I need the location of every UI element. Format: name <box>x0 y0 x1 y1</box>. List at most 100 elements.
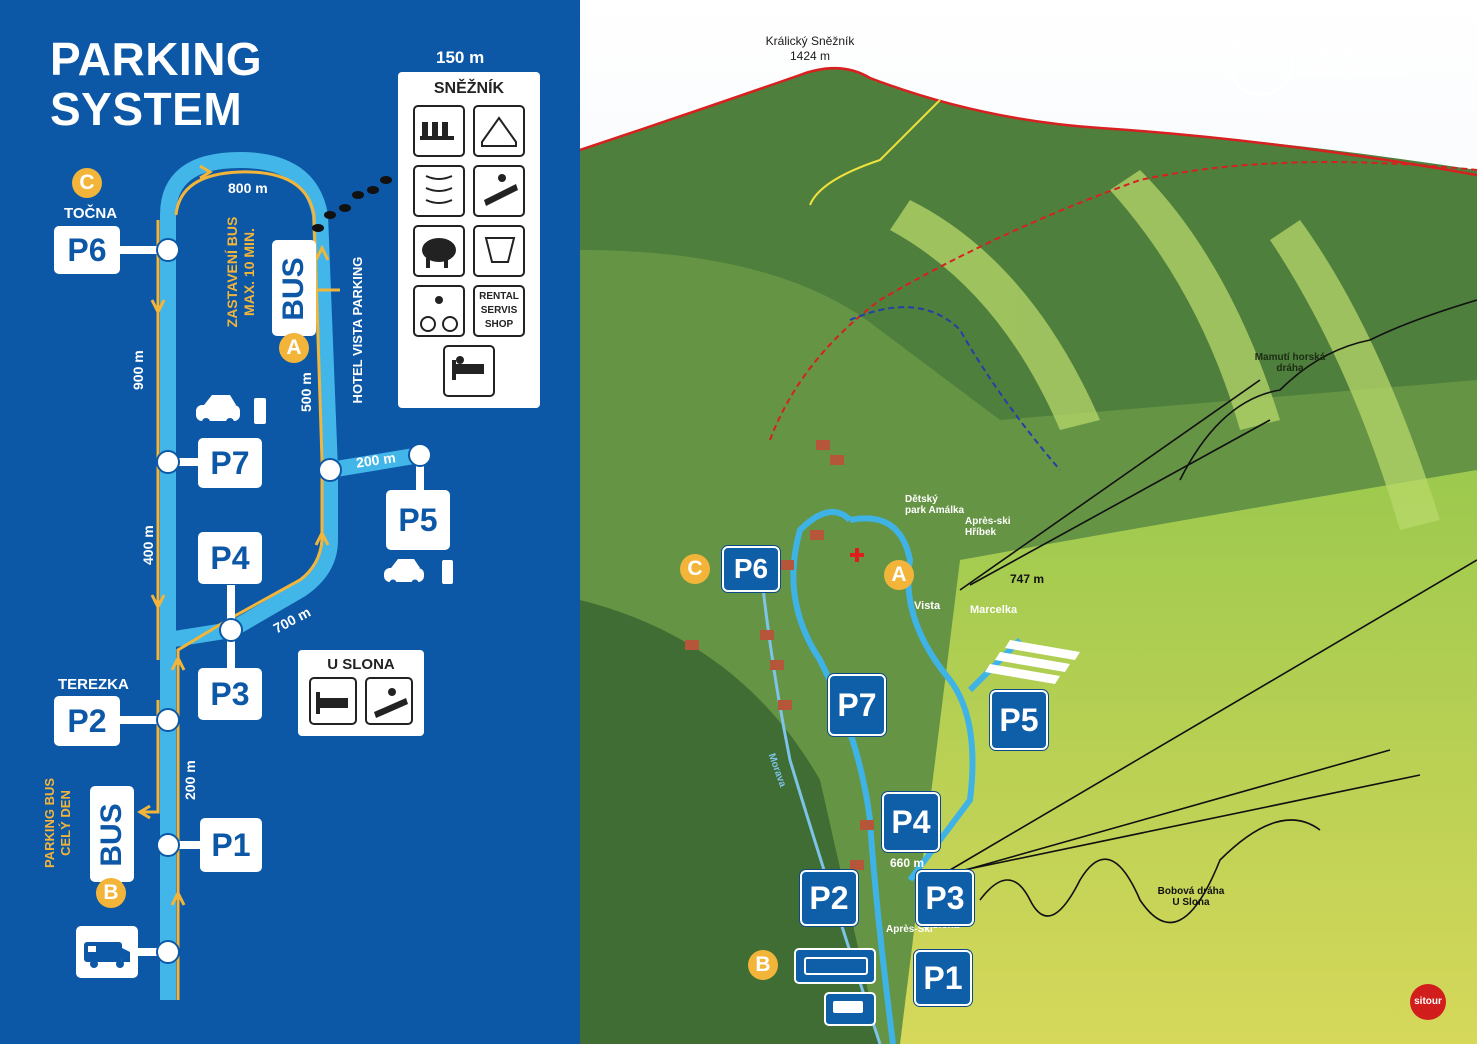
resort-logo-icon <box>1228 30 1294 96</box>
sneznik-panel: SNĚŽNÍK <box>398 72 540 408</box>
p5-parking-lot <box>985 640 1080 684</box>
marcelka-label: Marcelka <box>970 604 1018 616</box>
rental-line3: SHOP <box>484 319 514 330</box>
valley-meadow <box>900 470 1477 1044</box>
place-terezka: TEREZKA <box>58 676 129 693</box>
resort-brand: HORSKÝ RESORT Dolní Morava <box>1300 44 1434 80</box>
parking-p6: P6 <box>54 226 120 274</box>
bike-icon <box>413 285 465 337</box>
bus-parking-line1: PARKING BUS <box>42 777 57 869</box>
tower-icon <box>413 165 465 217</box>
distance-150: 150 m <box>436 48 485 67</box>
chairlift-icon <box>413 105 465 157</box>
distance-800: 800 m <box>228 180 268 196</box>
parking-p1: P1 <box>200 818 262 872</box>
map-marker-a: A <box>884 560 914 590</box>
uslona-panel: U SLONA <box>298 650 424 736</box>
map-parking-p1: P1 <box>914 950 972 1006</box>
map-caravan-icon <box>824 992 876 1026</box>
caravan-parking <box>76 926 138 978</box>
parking-p3: P3 <box>198 668 262 720</box>
peak-label: Králický Sněžník 1424 m <box>740 34 880 64</box>
bridge-icon <box>473 105 525 157</box>
parking-p2: P2 <box>54 696 120 746</box>
caravan-icon <box>84 942 130 968</box>
map-parking-p4: P4 <box>882 792 940 852</box>
map-parking-p6: P6 <box>722 546 780 592</box>
title-line2: SYSTEM <box>50 83 243 135</box>
marker-a: A <box>279 333 309 363</box>
bobova-line1: Bobová dráha <box>1157 886 1225 897</box>
mamut-line2: dráha <box>1276 363 1304 374</box>
map-marker-b: B <box>748 950 778 980</box>
first-aid-icon <box>850 548 864 562</box>
brand-line1: HORSKÝ RESORT <box>1300 45 1435 60</box>
bobova-line2: U Slona <box>1172 897 1210 908</box>
bus-stop-line2: MAX. 10 MIN. <box>241 228 257 316</box>
mamut-line1: Mamutí horská <box>1254 352 1326 363</box>
bus-parking-box: BUS <box>90 786 134 882</box>
rental-line1: RENTAL <box>479 291 519 302</box>
red-trail <box>769 161 1477 441</box>
map-parking-p7: P7 <box>828 674 886 736</box>
map-parking-p3: P3 <box>916 870 974 926</box>
place-tocna: TOČNA <box>64 205 118 222</box>
bus-label-a: BUS <box>277 257 310 321</box>
river-morava <box>758 559 882 1044</box>
route-blue-line <box>160 151 338 1000</box>
uslona-icons <box>309 677 413 725</box>
legend-title: PARKING SYSTEM <box>50 34 262 134</box>
detsky-line2: park Amálka <box>905 505 965 516</box>
bed-icon <box>443 345 495 397</box>
bus-label-b: BUS <box>95 803 128 867</box>
distance-200-vertical: 200 m <box>182 760 198 800</box>
distance-500: 500 m <box>298 372 314 412</box>
detsky-park-label: Dětský park Amálka <box>905 494 964 516</box>
sneznik-icons <box>413 105 525 397</box>
border-line <box>580 66 1477 177</box>
parking-p4: P4 <box>198 532 262 584</box>
distance-400: 400 m <box>140 525 156 565</box>
stop-circles <box>156 238 432 964</box>
vista-label: Vista <box>914 600 941 612</box>
marker-c: C <box>72 168 102 198</box>
map-terrain <box>580 0 1477 1044</box>
rental-box <box>473 285 525 337</box>
bobova-label: Bobová dráha U Slona <box>1146 886 1236 908</box>
map-route-vista <box>849 515 976 882</box>
bobsled-icon <box>473 165 525 217</box>
mammoth-coaster <box>1179 299 1477 481</box>
sitour-logo: sitour <box>1410 984 1446 1020</box>
distance-900: 900 m <box>130 350 146 390</box>
ropes-park-icon <box>473 225 525 277</box>
detsky-line1: Dětský <box>905 494 938 505</box>
brand-line2: Dolní Morava <box>1300 61 1407 80</box>
bus-parking-line2: CELÝ DEN <box>58 790 73 856</box>
bus-stop-text: ZASTAVENÍ BUS MAX. 10 MIN. <box>224 192 258 352</box>
uslona-title: U SLONA <box>327 656 395 673</box>
apreski-map-label: Après-Ski <box>886 924 933 935</box>
bobsled-track <box>979 819 1321 924</box>
mamut-label: Mamutí horská dráha <box>1240 352 1340 374</box>
ski-slopes <box>890 170 1440 530</box>
apres-line2: Hříbek <box>965 527 997 538</box>
ev-charger-icon <box>196 395 266 426</box>
elevation-747: 747 m <box>1010 572 1045 586</box>
parking-legend-panel: PARKING SYSTEM <box>0 0 580 1044</box>
apres-ski-label: Après-ski Hříbek <box>965 516 1011 538</box>
title-line1: PARKING <box>50 33 263 85</box>
bus-stop-box: BUS <box>272 240 316 336</box>
route-p5-branch <box>328 447 422 478</box>
sneznik-title: SNĚŽNÍK <box>433 80 505 97</box>
map-parking-p5: P5 <box>990 690 1048 750</box>
bobsled-icon-uslona <box>365 677 413 725</box>
peak-elevation: 1424 m <box>789 49 831 63</box>
route-yellow-line <box>174 170 324 1000</box>
map-marker-c: C <box>680 554 710 584</box>
lift-lines <box>929 379 1477 881</box>
route-diagram <box>120 151 453 1000</box>
hotel-vista-parking-label: HOTEL VISTA PARKING <box>350 256 365 404</box>
map-bus-icon <box>794 948 876 984</box>
footsteps-icon <box>312 176 392 232</box>
mammoth-icon <box>413 225 465 277</box>
